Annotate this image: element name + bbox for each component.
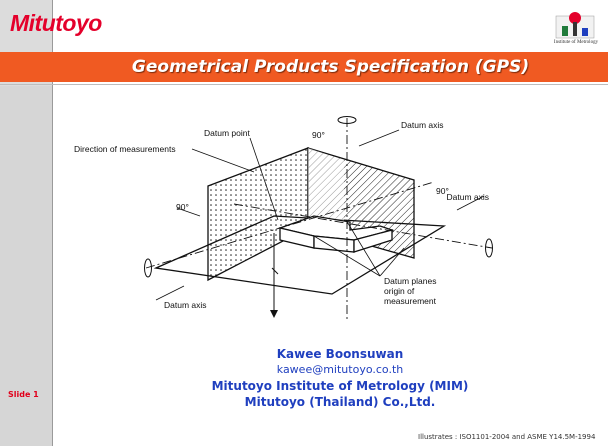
institute-logo-text: Institute of Metrology — [553, 40, 599, 45]
label-origin-of: origin of — [384, 286, 415, 296]
vertical-divider — [52, 0, 53, 446]
gps-diagram: Datum point 90° Datum axis Direction of … — [74, 116, 493, 320]
label-angle-right: 90° — [436, 186, 449, 196]
label-measurement: measurement — [384, 296, 437, 306]
footer-note: Illustrates : ISO1101-2004 and ASME Y14.… — [418, 433, 596, 441]
slide-number: Slide 1 — [8, 390, 39, 399]
rotation-arrow-top-icon — [337, 116, 357, 124]
rotation-arrow-right-icon — [485, 238, 493, 258]
institute-logo-icon — [555, 12, 595, 39]
label-angle-left: 90° — [176, 202, 189, 212]
credits-block: Kawee Boonsuwan kawee@mitutoyo.co.th Mit… — [150, 346, 530, 410]
label-datum-point: Datum point — [204, 128, 250, 138]
author-email[interactable]: kawee@mitutoyo.co.th — [276, 363, 404, 376]
header-divider — [0, 84, 608, 85]
mitutoyo-logo: Mitutoyo — [10, 10, 102, 36]
label-angle-top: 90° — [312, 130, 325, 140]
title-banner — [0, 52, 608, 82]
label-datum-axis-top: Datum axis — [401, 120, 444, 130]
label-datum-axis-right: Datum axis — [446, 192, 489, 202]
label-direction: Direction of measurements — [74, 144, 176, 154]
institute-name: Mitutoyo Institute of Metrology (MIM) — [211, 379, 469, 393]
horizontal-datum-axis-left — [145, 181, 435, 269]
author-name: Kawee Boonsuwan — [276, 347, 404, 361]
left-strip-lower — [0, 86, 52, 446]
page-title: Geometrical Products Specification (GPS) — [131, 57, 530, 77]
company-name: Mitutoyo (Thailand) Co.,Ltd. — [244, 395, 436, 409]
label-datum-planes: Datum planes — [384, 276, 436, 286]
rotation-arrow-left-icon — [144, 258, 152, 278]
label-datum-axis-left: Datum axis — [164, 300, 207, 310]
